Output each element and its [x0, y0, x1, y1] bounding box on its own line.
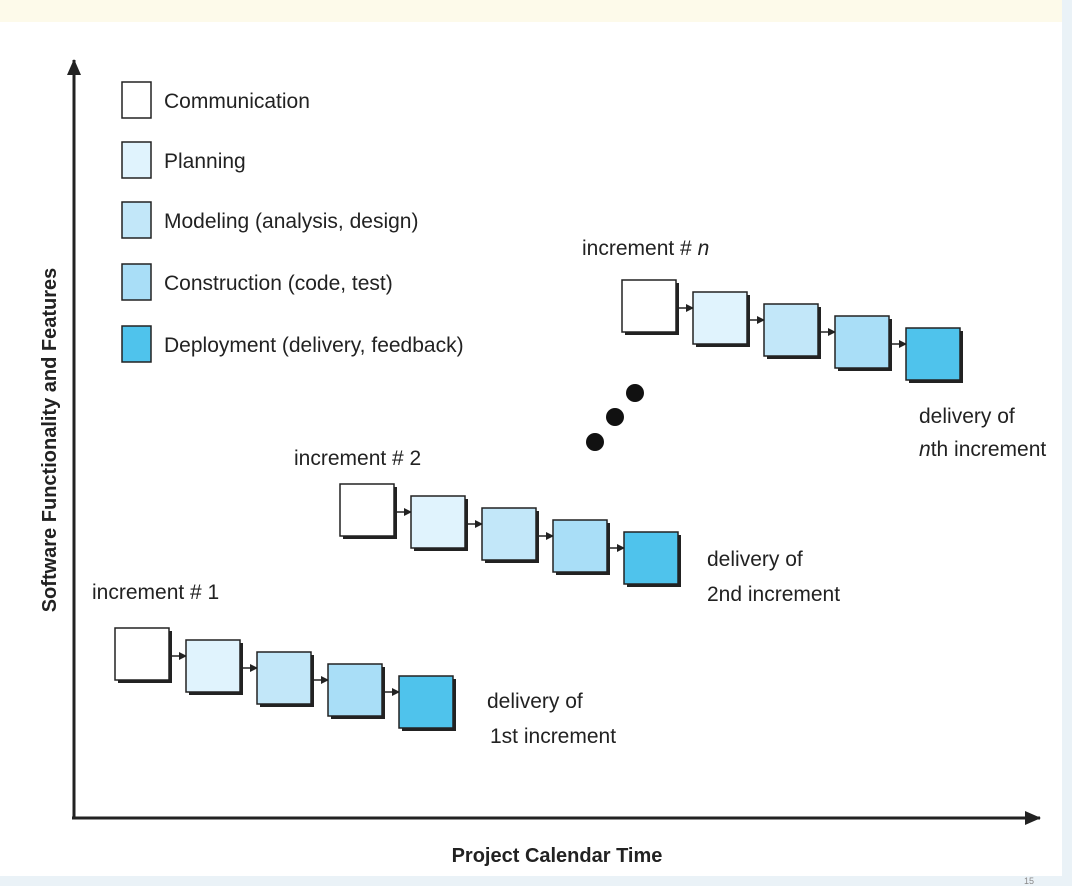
increment-n-label: increment # n	[582, 237, 709, 260]
increment-2-chain	[339, 483, 681, 587]
x-axis-label: Project Calendar Time	[452, 845, 663, 867]
legend-swatch-deployment	[121, 325, 152, 363]
increment-n-chain	[621, 279, 963, 383]
delivery-2-line2: 2nd increment	[707, 583, 840, 606]
top-band	[0, 0, 1072, 22]
right-band	[1062, 0, 1072, 886]
delivery-n-var: n	[919, 438, 931, 461]
increment-1-planning-box	[185, 639, 241, 693]
legend-swatch-modeling	[121, 201, 152, 239]
increment-2-communication-box	[339, 483, 395, 537]
increment-n-construction-box	[834, 315, 890, 369]
legend-swatch-planning	[121, 141, 152, 179]
increment-1-chain	[114, 627, 456, 731]
legend: Communication Planning Modeling (analysi…	[121, 81, 464, 363]
legend-label-construction: Construction (code, test)	[164, 272, 393, 295]
ellipsis-dot-3	[626, 384, 644, 402]
increment-n-planning-box	[692, 291, 748, 345]
delivery-1-line1: delivery of	[487, 690, 583, 713]
increment-1-deployment-box	[398, 675, 454, 729]
legend-label-planning: Planning	[164, 150, 246, 173]
delivery-1-line2: 1st increment	[490, 725, 616, 748]
increment-2-label: increment # 2	[294, 447, 421, 470]
increment-1-communication-box	[114, 627, 170, 681]
legend-label-communication: Communication	[164, 90, 310, 113]
increment-1-construction-box	[327, 663, 383, 717]
increment-n-deployment-box	[905, 327, 961, 381]
delivery-n-line2: nth increment	[919, 438, 1046, 461]
increment-n-label-prefix: increment #	[582, 237, 698, 260]
increment-2-deployment-box	[623, 531, 679, 585]
legend-swatch-construction	[121, 263, 152, 301]
increment-2-modeling-box	[481, 507, 537, 561]
y-axis-label: Software Functionality and Features	[39, 268, 61, 613]
legend-label-modeling: Modeling (analysis, design)	[164, 210, 418, 233]
bottom-band	[0, 876, 1072, 886]
increment-2-construction-box	[552, 519, 608, 573]
delivery-2-line1: delivery of	[707, 548, 803, 571]
increment-n-label-var: n	[698, 237, 710, 260]
increment-1-label: increment # 1	[92, 581, 219, 604]
legend-label-deployment: Deployment (delivery, feedback)	[164, 334, 464, 357]
increment-n-modeling-box	[763, 303, 819, 357]
increment-n-communication-box	[621, 279, 677, 333]
ellipsis-dot-1	[586, 433, 604, 451]
ellipsis-dot-2	[606, 408, 624, 426]
increment-1-modeling-box	[256, 651, 312, 705]
delivery-n-line1: delivery of	[919, 405, 1015, 428]
increment-2-planning-box	[410, 495, 466, 549]
legend-swatch-communication	[121, 81, 152, 119]
delivery-n-suffix: th increment	[931, 438, 1047, 461]
page-number: 15	[1024, 876, 1034, 886]
